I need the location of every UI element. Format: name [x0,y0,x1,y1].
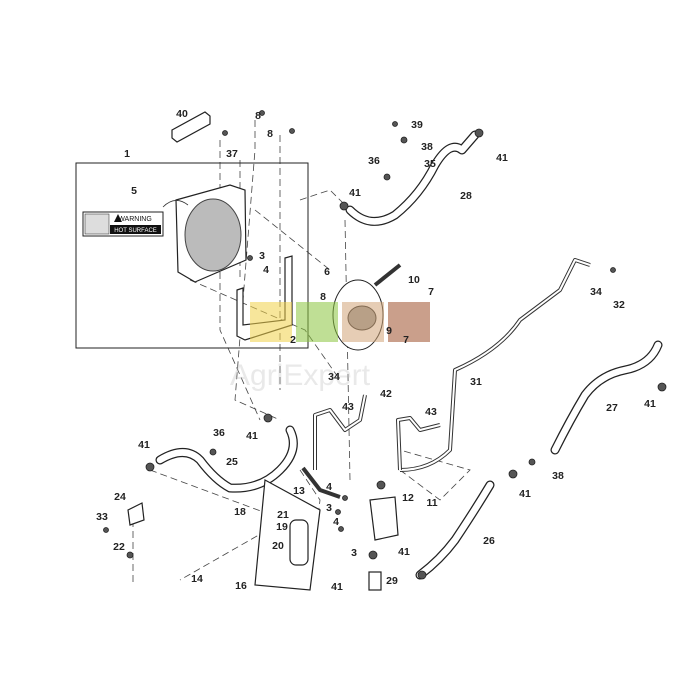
callout-4: 4 [263,264,269,276]
callout-11: 11 [426,497,437,509]
part-coolant-tank [369,496,399,541]
callout-41: 41 [349,187,361,199]
callout-41: 41 [138,439,150,451]
callout-7: 7 [428,286,434,298]
callout-1: 1 [124,148,130,160]
callout-16: 16 [235,580,247,592]
callout-21: 21 [277,509,289,521]
callout-13: 13 [293,485,305,497]
callout-43: 43 [425,406,437,418]
callout-8: 8 [267,128,273,140]
callout-10: 10 [408,274,420,286]
warning-triangle-icon [114,214,122,222]
callout-34: 34 [590,286,602,298]
callout-28: 28 [460,190,472,202]
callout-43: 43 [342,401,354,413]
callout-27: 27 [606,402,618,414]
part-bottle-20 [289,519,309,566]
part-seal-40 [171,111,211,143]
warning-title: WARNING [118,216,152,223]
callout-24: 24 [114,491,126,503]
callout-41: 41 [496,152,508,164]
callout-26: 26 [483,535,495,547]
callout-34: 34 [328,371,340,383]
callout-5: 5 [131,185,137,197]
callout-41: 41 [519,488,531,500]
svg-text:AgriExpert: AgriExpert [230,359,371,392]
tubes [301,258,591,499]
part-radiator [175,184,247,283]
callout-42: 42 [380,388,392,400]
callout-29: 29 [386,575,398,587]
arrow-lead [162,200,189,208]
callout-38: 38 [421,141,433,153]
part-bottle-bracket [254,479,321,591]
callout-33: 33 [96,511,108,523]
part-hose-29 [368,571,382,591]
callout-41: 41 [398,546,410,558]
callout-2: 2 [290,334,296,346]
callout-12: 12 [402,492,414,504]
callout-4: 4 [326,481,332,493]
part-bracket-24 [127,502,145,526]
callout-4: 4 [333,516,339,528]
callout-38: 38 [552,470,564,482]
callout-39: 39 [411,119,423,131]
callout-35: 35 [424,158,436,170]
callout-41: 41 [644,398,656,410]
callout-22: 22 [113,541,125,553]
callout-36: 36 [368,155,380,167]
callout-40: 40 [176,108,188,120]
callout-19: 19 [276,521,288,533]
callout-25: 25 [226,456,238,468]
callout-3: 3 [351,547,357,559]
callout-9: 9 [386,325,392,337]
watermark-logo: AgriExpert [230,302,430,392]
callout-32: 32 [613,299,625,311]
callout-41: 41 [331,581,343,593]
callout-8: 8 [255,110,261,122]
callout-14: 14 [191,573,203,585]
callout-18: 18 [234,506,246,518]
callout-8: 8 [320,291,326,303]
callout-6: 6 [324,266,330,278]
callout-36: 36 [213,427,225,439]
warning-text: HOT SURFACE [114,228,157,234]
hoses [155,130,663,580]
warning-decal: WARNING HOT SURFACE [82,211,164,237]
fasteners [103,110,667,580]
callout-31: 31 [470,376,482,388]
callout-41: 41 [246,430,258,442]
callout-3: 3 [259,250,265,262]
radiator-assembly-box [75,162,309,349]
callout-37: 37 [226,148,238,160]
callout-20: 20 [272,540,284,552]
callout-7: 7 [403,334,409,346]
callout-3: 3 [326,502,332,514]
